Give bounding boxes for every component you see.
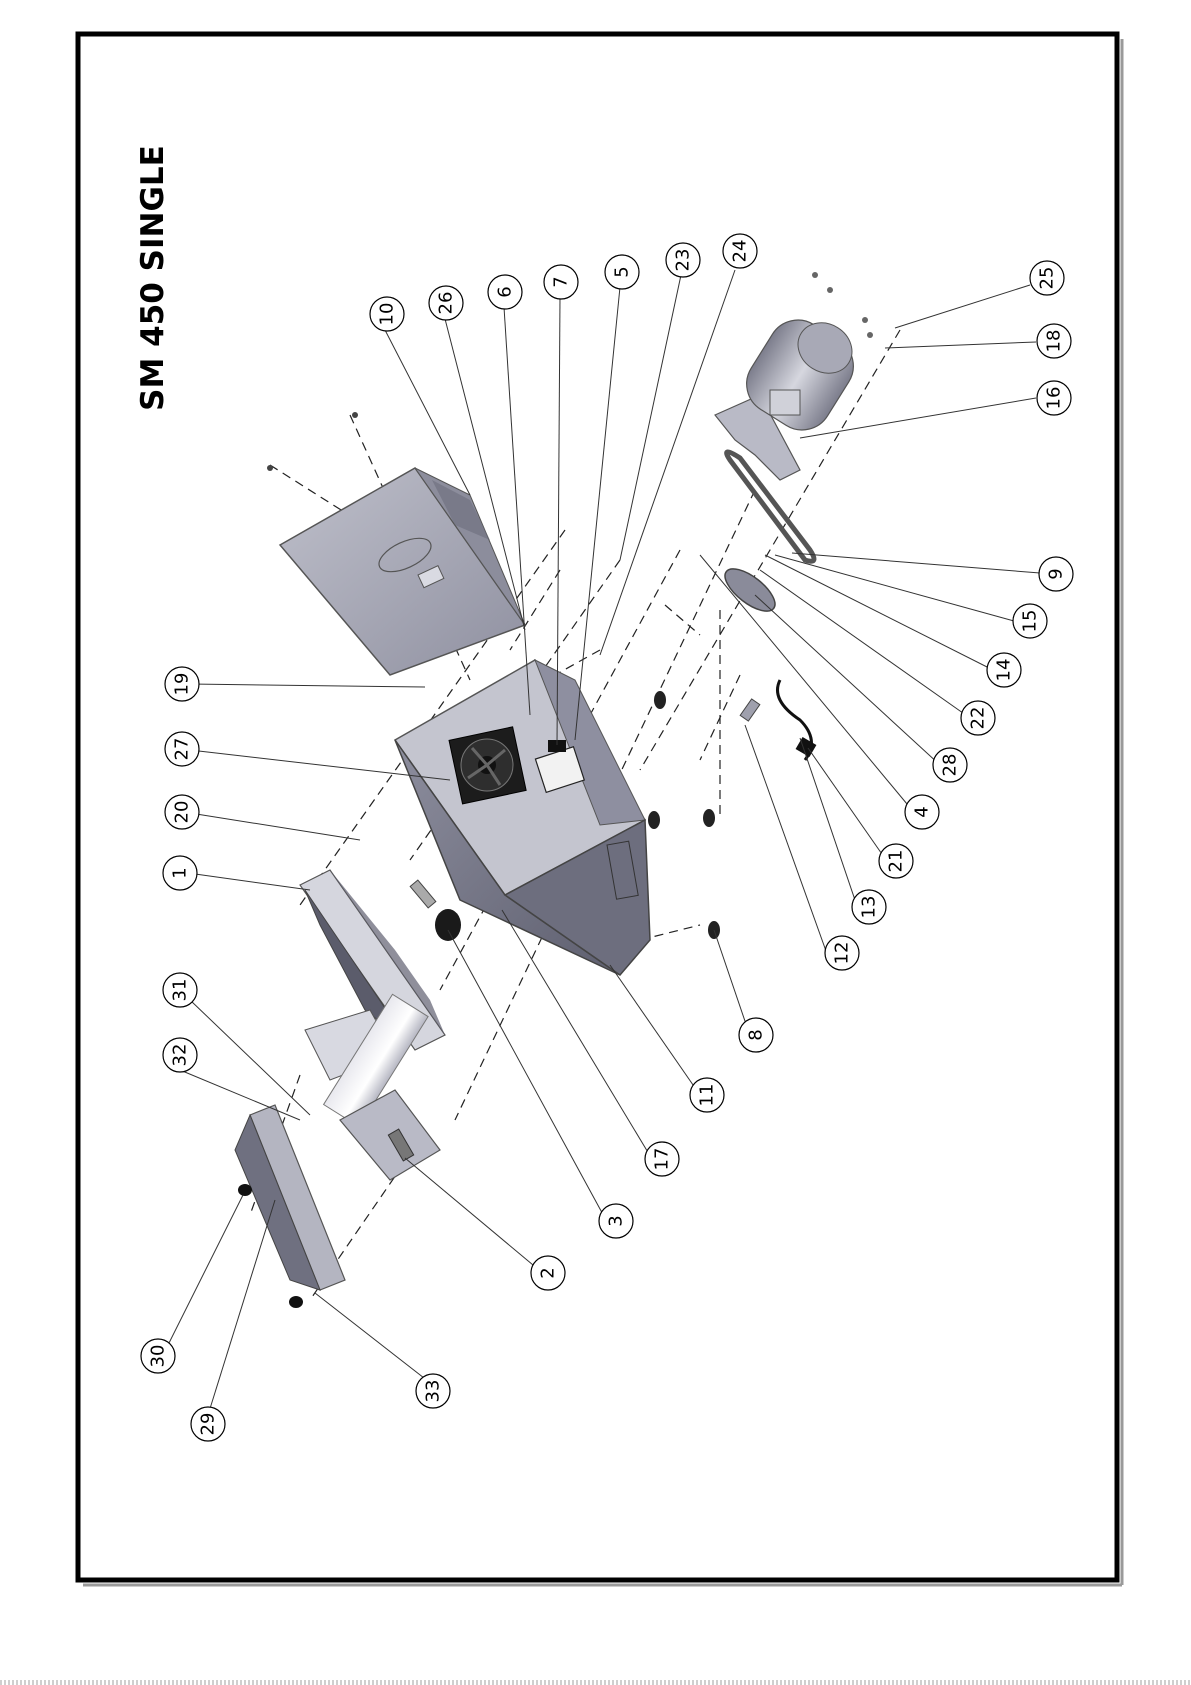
callout-label-21: 21 bbox=[886, 850, 907, 873]
callout-label-18: 18 bbox=[1044, 330, 1065, 353]
callout-12: 12 bbox=[825, 936, 859, 970]
callout-label-31: 31 bbox=[170, 979, 191, 1002]
callout-label-5: 5 bbox=[612, 266, 633, 277]
main-housing bbox=[395, 660, 650, 975]
callout-label-1: 1 bbox=[170, 867, 191, 878]
machine-feet bbox=[648, 691, 720, 939]
callout-17: 17 bbox=[645, 1142, 679, 1176]
callout-label-16: 16 bbox=[1044, 387, 1065, 410]
callout-label-29: 29 bbox=[198, 1413, 219, 1436]
callout-15: 15 bbox=[1013, 604, 1047, 638]
callout-24: 24 bbox=[723, 234, 757, 268]
callout-23: 23 bbox=[666, 243, 700, 277]
callout-label-3: 3 bbox=[606, 1215, 627, 1226]
callout-label-15: 15 bbox=[1020, 610, 1041, 633]
callout-label-30: 30 bbox=[148, 1345, 169, 1368]
knob bbox=[410, 880, 461, 941]
callout-label-6: 6 bbox=[495, 286, 516, 297]
callout-25: 25 bbox=[1030, 261, 1064, 295]
callout-5: 5 bbox=[605, 255, 639, 289]
callout-16: 16 bbox=[1037, 381, 1071, 415]
callout-21: 21 bbox=[879, 844, 913, 878]
callout-27: 27 bbox=[165, 732, 199, 766]
callout-3: 3 bbox=[599, 1204, 633, 1238]
callout-label-9: 9 bbox=[1046, 568, 1067, 579]
callout-31: 31 bbox=[163, 973, 197, 1007]
callout-14: 14 bbox=[987, 653, 1021, 687]
callout-label-2: 2 bbox=[538, 1267, 559, 1278]
callout-label-23: 23 bbox=[673, 249, 694, 272]
callout-22: 22 bbox=[961, 701, 995, 735]
callout-label-32: 32 bbox=[170, 1044, 191, 1067]
callout-7: 7 bbox=[544, 265, 578, 299]
callout-label-12: 12 bbox=[832, 942, 853, 965]
callout-29: 29 bbox=[191, 1407, 225, 1441]
power-cord bbox=[740, 680, 816, 760]
callout-label-4: 4 bbox=[912, 806, 933, 817]
callout-19: 19 bbox=[165, 667, 199, 701]
callout-20: 20 bbox=[165, 795, 199, 829]
callout-label-33: 33 bbox=[423, 1380, 444, 1403]
top-cover-panel bbox=[267, 412, 525, 675]
callout-30: 30 bbox=[141, 1339, 175, 1373]
callout-label-20: 20 bbox=[172, 801, 193, 824]
callout-label-22: 22 bbox=[968, 707, 989, 730]
callout-32: 32 bbox=[163, 1038, 197, 1072]
page-title: SM 450 SINGLE bbox=[135, 145, 171, 411]
callout-1: 1 bbox=[163, 856, 197, 890]
callout-33: 33 bbox=[416, 1374, 450, 1408]
callout-26: 26 bbox=[429, 286, 463, 320]
callout-label-28: 28 bbox=[940, 754, 961, 777]
roller-bracket bbox=[305, 994, 440, 1180]
callout-18: 18 bbox=[1037, 324, 1071, 358]
callout-label-27: 27 bbox=[172, 738, 193, 761]
callout-label-13: 13 bbox=[859, 896, 880, 919]
callout-13: 13 bbox=[852, 890, 886, 924]
callout-label-10: 10 bbox=[377, 303, 398, 326]
callout-8: 8 bbox=[739, 1018, 773, 1052]
callout-label-24: 24 bbox=[730, 240, 751, 263]
callout-label-17: 17 bbox=[652, 1148, 673, 1171]
callout-label-14: 14 bbox=[994, 659, 1015, 682]
callout-4: 4 bbox=[905, 795, 939, 829]
callout-label-8: 8 bbox=[746, 1029, 767, 1040]
callout-6: 6 bbox=[488, 275, 522, 309]
callout-10: 10 bbox=[370, 297, 404, 331]
callout-label-26: 26 bbox=[436, 292, 457, 315]
motor-assembly bbox=[715, 272, 873, 480]
callout-9: 9 bbox=[1039, 557, 1073, 591]
guard-cover bbox=[235, 1105, 345, 1308]
callout-28: 28 bbox=[933, 748, 967, 782]
callout-label-25: 25 bbox=[1037, 267, 1058, 290]
callout-2: 2 bbox=[531, 1256, 565, 1290]
callout-label-11: 11 bbox=[697, 1084, 718, 1107]
callout-label-19: 19 bbox=[172, 673, 193, 696]
callout-label-7: 7 bbox=[551, 276, 572, 287]
page-bottom-edge bbox=[0, 1680, 1191, 1685]
callout-11: 11 bbox=[690, 1078, 724, 1112]
